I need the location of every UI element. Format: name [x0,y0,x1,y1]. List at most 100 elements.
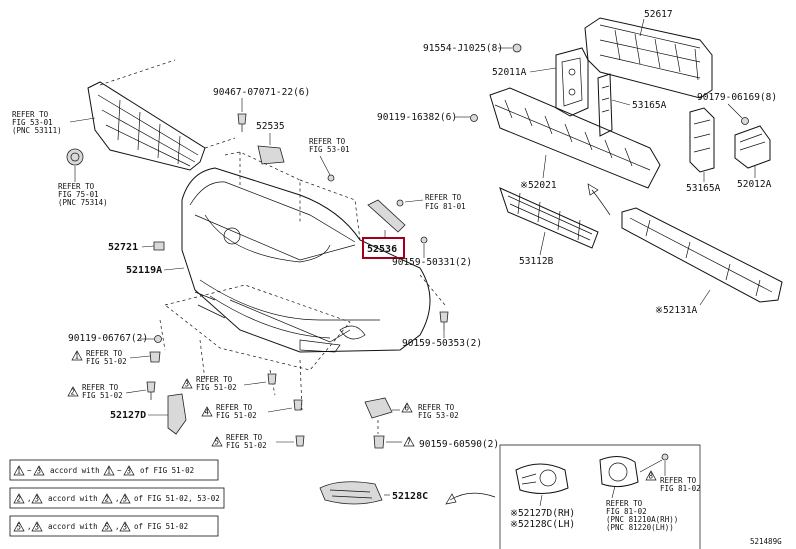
part-52536-bracket[interactable] [367,199,406,233]
svg-text:FIG 81-02: FIG 81-02 [606,507,647,516]
svg-text:3: 3 [35,495,40,504]
label-52128c[interactable]: 52128C [392,491,428,502]
part-52119a-bumper-cover[interactable] [181,167,431,353]
label-52119a[interactable]: 52119A [126,265,162,276]
svg-text:FIG 75-01: FIG 75-01 [58,190,99,199]
ref-5102a[interactable]: 1 REFER TO FIG 51-02 [71,349,127,366]
svg-text:,: , [115,494,120,503]
ref-5102c[interactable]: 3 REFER TO FIG 51-02 [181,375,237,392]
part-52011a-bracket[interactable] [555,47,589,117]
svg-text:1: 1 [75,352,80,361]
part-53165a-right[interactable] [689,107,715,173]
label-90119-16382[interactable]: 90119-16382(6) [377,112,457,123]
part-52128c-cover[interactable] [319,481,383,505]
svg-text:FIG 51-02: FIG 51-02 [216,411,257,420]
svg-text:3: 3 [185,380,190,389]
part-53165a-top[interactable] [597,73,613,137]
ref-5302[interactable]: 6 REFER TO FIG 53-02 [401,402,459,420]
part-grille-53111[interactable] [87,81,206,171]
svg-text:accord with: accord with [48,494,98,503]
svg-text:FIG 53-02: FIG 53-02 [418,411,459,420]
svg-text:4: 4 [205,408,210,417]
svg-text:FIG 51-02: FIG 51-02 [86,357,127,366]
label-52617[interactable]: 52617 [644,9,673,20]
label-53165a-top[interactable]: 53165A [632,100,667,111]
svg-text:FIG 81-01: FIG 81-01 [425,202,466,211]
label-90159-60590[interactable]: 90159-60590(2) [419,439,499,450]
marker-7: 7 [403,436,415,447]
label-90467[interactable]: 90467-07071-22(6) [213,87,310,98]
clip-icon [149,351,161,363]
part-52021-reinforcement[interactable] [489,87,661,189]
svg-text:(PNC 75314): (PNC 75314) [58,198,108,207]
part-bracket-lower[interactable] [364,397,393,419]
svg-text:FIG 51-02: FIG 51-02 [226,441,267,450]
label-52012a[interactable]: 52012A [737,179,772,190]
ref-5102e[interactable]: 5 REFER TO FIG 51-02 [211,433,267,450]
note-row-1: 1 ~ 3 accord with 1 ~ 3 of FIG 51-02 [9,459,219,481]
svg-text:2: 2 [17,495,22,504]
bolt-icon [154,335,162,343]
ref-531[interactable]: REFER TO FIG 53-01 (PNC 53111) [12,110,62,135]
label-52021[interactable]: ※52021 [520,180,557,191]
ref-5102d[interactable]: 4 REFER TO FIG 51-02 [201,403,257,420]
part-52131a-absorber[interactable] [621,207,783,303]
svg-text:REFER TO: REFER TO [12,110,49,119]
ref-8102a[interactable]: REFER TO FIG 81-02 [660,476,701,493]
svg-text:REFER TO: REFER TO [196,375,233,384]
svg-text:5: 5 [215,438,220,447]
svg-text:3: 3 [35,523,40,532]
bolt-icon [439,311,449,330]
bolt-90179-icon [741,117,749,125]
part-53112b-grille[interactable] [499,187,599,249]
ref-8102b[interactable]: REFER TO FIG 81-02 (PNC 81210A(RH)) (PNC… [606,499,678,532]
ref-5301[interactable]: REFER TO FIG 53-01 [309,137,350,154]
label-52128c-lh[interactable]: ※52128C(LH) [510,519,575,530]
label-53165a-right[interactable]: 53165A [686,183,721,194]
label-90179[interactable]: 90179-06169(8) [697,92,777,103]
svg-text:REFER TO: REFER TO [418,403,455,412]
part-52535-bracket[interactable] [257,145,285,165]
part-52127d-rh-fog-cover[interactable] [515,463,569,494]
bolt-icon [293,399,303,411]
svg-text:REFER TO: REFER TO [226,433,263,442]
clip-icon [396,199,404,207]
svg-text:(PNC 53111): (PNC 53111) [12,126,62,135]
svg-text:REFER TO: REFER TO [309,137,346,146]
emblem-icon [66,148,84,166]
label-52535[interactable]: 52535 [256,121,285,132]
label-90159-50331[interactable]: 90159-50331(2) [392,257,472,268]
label-52127d[interactable]: 52127D [110,410,146,421]
svg-text:2: 2 [71,388,76,397]
svg-text:,: , [27,522,32,531]
svg-text:accord with: accord with [50,466,100,475]
label-52721[interactable]: 52721 [108,242,138,253]
part-52617-absorber[interactable] [584,17,713,99]
svg-text:(PNC 81210A(RH)): (PNC 81210A(RH)) [606,515,678,524]
label-53112b[interactable]: 53112B [519,256,554,267]
label-52127d-rh[interactable]: ※52127D(RH) [510,508,575,519]
ref-8101[interactable]: REFER TO FIG 81-01 [425,193,466,211]
svg-text:(PNC 81220(LH)): (PNC 81220(LH)) [606,523,674,532]
ref-753[interactable]: REFER TO FIG 75-01 (PNC 75314) [58,182,108,207]
label-91554[interactable]: 91554-J1025(8) [423,43,503,54]
arrow-icon [587,183,611,216]
svg-text:REFER TO: REFER TO [58,182,95,191]
svg-text:~: ~ [27,466,32,475]
svg-text:REFER TO: REFER TO [86,349,123,358]
svg-text:3: 3 [37,467,42,476]
label-90159-50353[interactable]: 90159-50353(2) [402,338,482,349]
label-52011a[interactable]: 52011A [492,67,527,78]
svg-text:2: 2 [105,495,110,504]
clip-icon [327,174,335,182]
svg-text:,: , [27,494,32,503]
label-90119-06767[interactable]: 90119-06767(2) [68,333,148,344]
ref-5102b[interactable]: 2 REFER TO FIG 51-02 [67,383,123,400]
label-52536[interactable]: 52536 [367,244,397,255]
clip-icon [420,236,428,244]
svg-text:3: 3 [123,495,128,504]
part-52012a-bracket[interactable] [734,125,771,169]
label-52131a[interactable]: ※52131A [655,305,698,316]
part-52127d-bracket[interactable] [167,393,187,435]
